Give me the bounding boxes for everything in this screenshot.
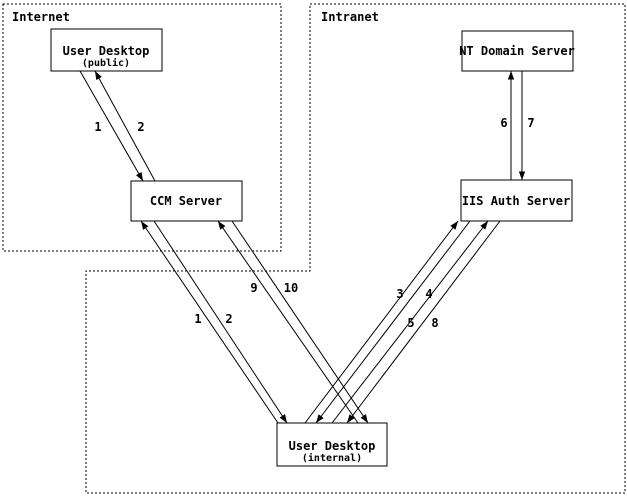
- edge-5-internal-desktop-to-iis-auth-server: [331, 220, 489, 424]
- intranet-region-border: [85, 3, 626, 494]
- edge-10-ccm-server-to-internal-desktop: [231, 220, 369, 424]
- internet-region-label: Internet: [12, 10, 70, 24]
- edge-9-internal-desktop-to-ccm-server: [217, 220, 359, 424]
- edge-label-10: 10: [284, 281, 298, 295]
- user-desktop-public-sublabel: (public): [82, 57, 130, 69]
- edge-label-6: 6: [500, 116, 507, 130]
- edge-4-iis-auth-server-to-internal-desktop: [315, 220, 471, 424]
- user-desktop-internal-box: [276, 422, 388, 467]
- edge-8-iis-auth-server-to-internal-desktop: [346, 220, 501, 424]
- edge-label-5: 5: [407, 316, 414, 330]
- edge-label-1-top: 1: [94, 120, 101, 134]
- iis-auth-server-label: IIS Auth Server: [462, 194, 570, 208]
- edge-label-2-top: 2: [137, 120, 144, 134]
- edge-label-3: 3: [396, 287, 403, 301]
- internet-region-border: [2, 3, 282, 252]
- edge-label-9: 9: [250, 281, 257, 295]
- user-desktop-internal-label: User Desktop: [289, 439, 376, 453]
- edge-2-ccm-server-to-public-desktop: [94, 70, 156, 182]
- node-nt-domain-server: NT Domain Server: [459, 30, 575, 72]
- user-desktop-public-label: User Desktop: [63, 44, 150, 58]
- node-user-desktop-public: User Desktop (public): [50, 28, 163, 72]
- edge-1-internal-desktop-to-ccm-server: [140, 220, 279, 424]
- intranet-region-label: Intranet: [321, 10, 379, 24]
- nt-domain-server-label: NT Domain Server: [459, 44, 575, 58]
- node-iis-auth-server: IIS Auth Server: [460, 179, 573, 222]
- nt-domain-server-box: [461, 30, 574, 72]
- edge-label-2-bottom: 2: [225, 312, 232, 326]
- ccm-server-label: CCM Server: [150, 194, 222, 208]
- edge-3-internal-desktop-to-iis-auth-server: [304, 220, 459, 424]
- ccm-server-box: [130, 180, 243, 222]
- edge-label-1-bottom: 1: [194, 312, 201, 326]
- edge-2-ccm-server-to-internal-desktop: [153, 220, 288, 424]
- user-desktop-internal-sublabel: (internal): [302, 452, 362, 464]
- edge-label-8: 8: [431, 316, 438, 330]
- iis-auth-server-box: [460, 179, 573, 222]
- node-user-desktop-internal: User Desktop (internal): [276, 422, 388, 467]
- user-desktop-public-box: [50, 28, 163, 72]
- node-ccm-server: CCM Server: [130, 180, 243, 222]
- edge-label-7: 7: [527, 116, 534, 130]
- edge-1-public-desktop-to-ccm-server: [79, 70, 144, 182]
- edge-label-4: 4: [425, 287, 432, 301]
